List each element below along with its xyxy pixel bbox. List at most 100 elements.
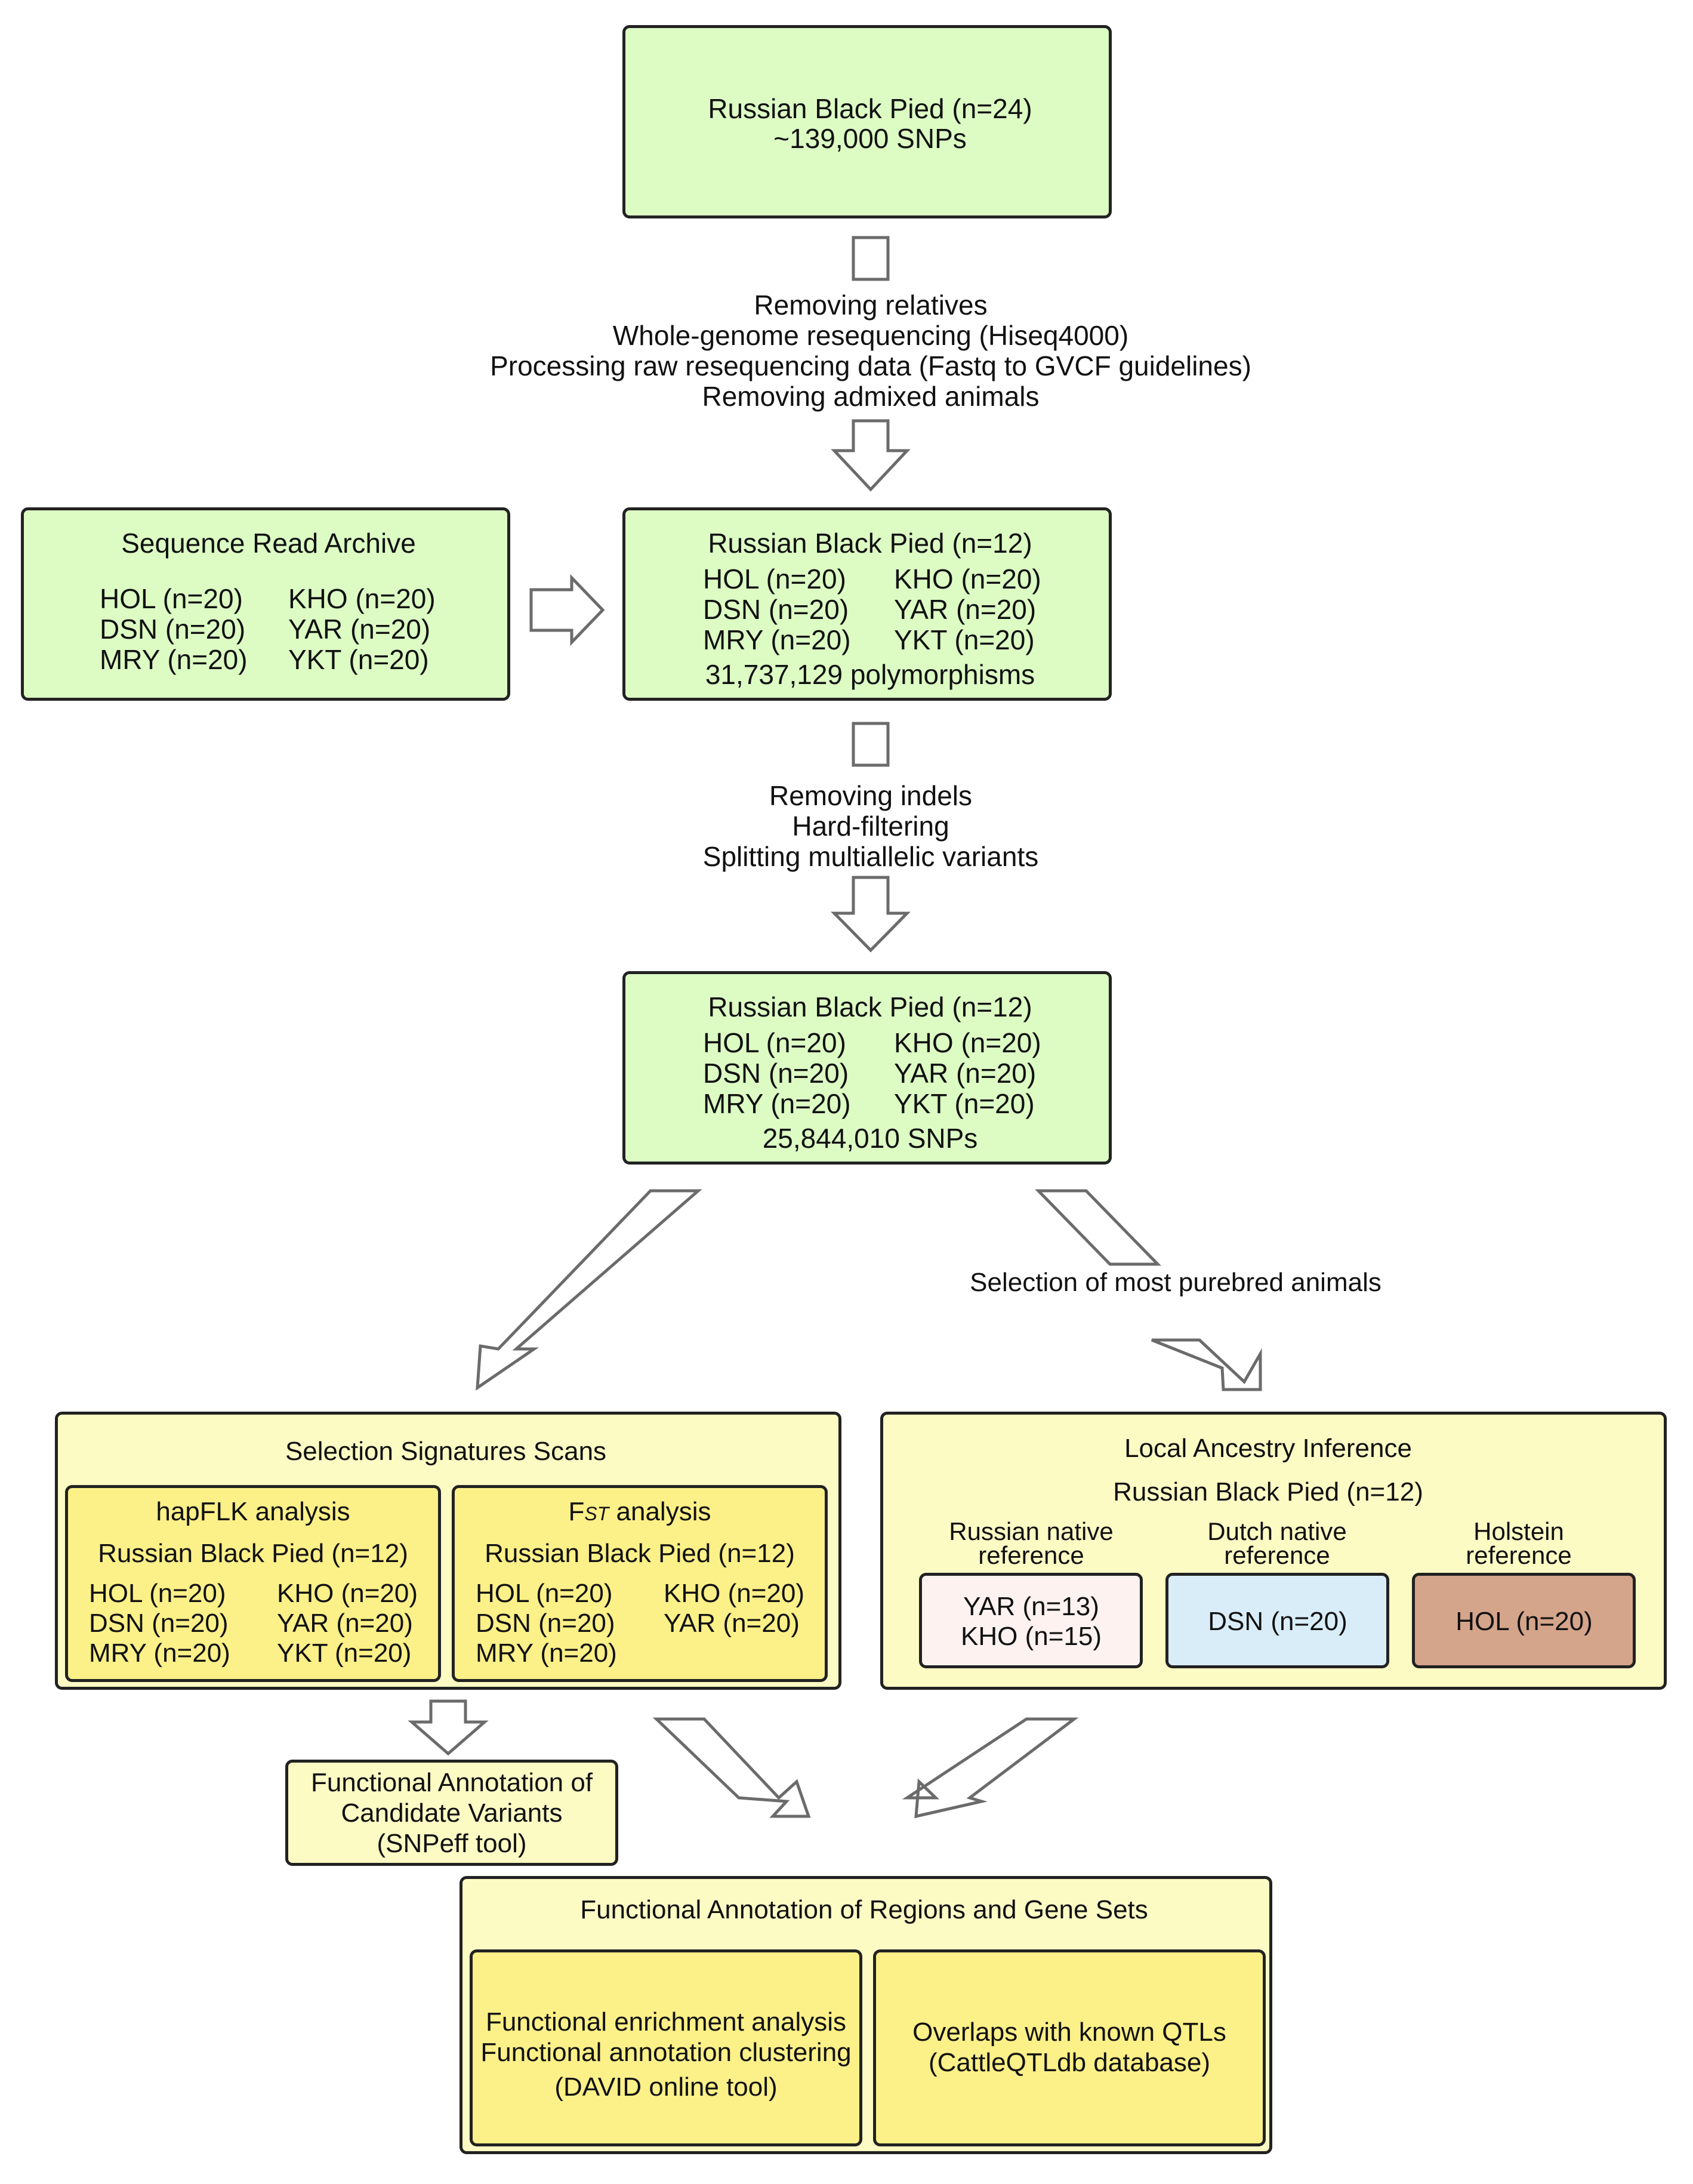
fst-title-rest: analysis xyxy=(609,1497,711,1526)
annotation-line-3: (SNPeff tool) xyxy=(377,1829,527,1858)
fst-box: FST analysis Russian Black Pied (n=12) H… xyxy=(452,1485,828,1682)
holstein-ref-breed-1: HOL (n=20) xyxy=(1455,1607,1593,1636)
fst-title: FST analysis xyxy=(569,1499,711,1525)
sra-breed-6: YKT (n=20) xyxy=(288,644,429,675)
diagonal-arrow-ancestry-to-final xyxy=(902,1717,1079,1819)
merged-breed-3: MRY (n=20) xyxy=(703,624,851,655)
filtered-breed-6: YKT (n=20) xyxy=(894,1088,1035,1119)
filtered-breed-3: MRY (n=20) xyxy=(703,1088,851,1119)
filtered-breed-4: KHO (n=20) xyxy=(894,1027,1041,1058)
right-arrow-sra xyxy=(529,574,605,646)
filtered-title: Russian Black Pied (n=12) xyxy=(708,991,1032,1022)
david-line-1: Functional enrichment analysis xyxy=(485,2007,847,2037)
russian-reference-label-2: reference xyxy=(978,1541,1084,1569)
filtered-snps-box: Russian Black Pied (n=12) HOL (n=20) DSN… xyxy=(622,971,1112,1165)
merged-breed-6: YKT (n=20) xyxy=(894,624,1035,655)
diagonal-arrow-upper-right xyxy=(1035,1189,1161,1266)
annotation-line-1: Functional Annotation of xyxy=(310,1768,593,1797)
initial-snp-count: ~139,000 SNPs xyxy=(773,123,967,154)
russian-reference-label-1: Russian native xyxy=(949,1517,1114,1545)
diagonal-arrow-scans-to-final xyxy=(652,1717,811,1818)
fst-breed-4: KHO (n=20) xyxy=(664,1579,804,1608)
sra-breed-2: DSN (n=20) xyxy=(100,614,246,645)
merged-breed-2: DSN (n=20) xyxy=(703,594,849,625)
filtered-breed-2: DSN (n=20) xyxy=(703,1058,849,1089)
sra-title: Sequence Read Archive xyxy=(121,528,416,559)
connector-square-1 xyxy=(852,236,890,281)
step1-line-3: Processing raw resequencing data (Fastq … xyxy=(490,350,1251,381)
holstein-reference-label-1: Holstein xyxy=(1473,1517,1564,1545)
qtl-line-2: (CattleQTLdb database) xyxy=(928,2048,1211,2077)
hapflk-breed-2: DSN (n=20) xyxy=(89,1609,229,1638)
ancestry-title: Local Ancestry Inference xyxy=(1124,1434,1412,1463)
diagonal-arrow-to-scans xyxy=(476,1189,702,1391)
step2-line-3: Splitting multiallelic variants xyxy=(702,841,1039,872)
sra-breed-4: KHO (n=20) xyxy=(288,583,436,614)
hapflk-title: hapFLK analysis xyxy=(156,1497,350,1526)
sra-breed-1: HOL (n=20) xyxy=(100,583,243,614)
sra-breed-5: YAR (n=20) xyxy=(288,614,431,645)
fst-breed-1: HOL (n=20) xyxy=(476,1579,613,1608)
hapflk-subtitle: Russian Black Pied (n=12) xyxy=(98,1539,408,1568)
hapflk-breed-6: YKT (n=20) xyxy=(277,1638,412,1668)
russian-reference-box: YAR (n=13) KHO (n=15) xyxy=(919,1573,1143,1668)
dutch-reference-label-1: Dutch native xyxy=(1207,1517,1347,1545)
qtl-line-1: Overlaps with known QTLs xyxy=(912,2017,1226,2047)
dutch-reference-label-2: reference xyxy=(1224,1541,1330,1569)
annotation-line-2: Candidate Variants xyxy=(341,1798,563,1828)
fst-title-main: F xyxy=(568,1497,585,1526)
sequence-read-archive-box: Sequence Read Archive HOL (n=20) DSN (n=… xyxy=(21,507,510,701)
step1-line-1: Removing relatives xyxy=(754,289,988,321)
dutch-ref-breed-1: DSN (n=20) xyxy=(1208,1607,1347,1636)
down-arrow-1 xyxy=(831,419,911,492)
hapflk-breed-4: KHO (n=20) xyxy=(277,1579,418,1608)
merged-breed-4: KHO (n=20) xyxy=(894,563,1041,594)
fst-breed-3: MRY (n=20) xyxy=(476,1638,617,1668)
david-enrichment-box: Functional enrichment analysis Functiona… xyxy=(470,1949,862,2146)
sra-breed-3: MRY (n=20) xyxy=(100,644,248,675)
selection-signatures-panel: Selection Signatures Scans hapFLK analys… xyxy=(55,1412,841,1690)
local-ancestry-panel: Local Ancestry Inference Russian Black P… xyxy=(880,1412,1667,1690)
filtered-snp-count: 25,844,010 SNPs xyxy=(762,1123,978,1154)
merged-polymorphisms-box: Russian Black Pied (n=12) HOL (n=20) DSN… xyxy=(622,507,1112,701)
russian-ref-breed-2: KHO (n=15) xyxy=(961,1622,1102,1651)
step2-line-2: Hard-filtering xyxy=(792,811,949,842)
fst-breed-2: DSN (n=20) xyxy=(476,1609,615,1638)
merged-breed-5: YAR (n=20) xyxy=(894,594,1037,625)
russian-ref-breed-1: YAR (n=13) xyxy=(963,1592,1099,1621)
filtered-breed-5: YAR (n=20) xyxy=(894,1058,1037,1089)
initial-sample-label: Russian Black Pied (n=24) xyxy=(708,93,1032,124)
hapflk-box: hapFLK analysis Russian Black Pied (n=12… xyxy=(65,1485,441,1682)
merged-title: Russian Black Pied (n=12) xyxy=(708,528,1032,559)
initial-sample-box: Russian Black Pied (n=24) ~139,000 SNPs xyxy=(622,25,1112,218)
fst-breed-5: YAR (n=20) xyxy=(664,1609,800,1638)
step1-line-2: Whole-genome resequencing (Hiseq4000) xyxy=(612,320,1129,351)
david-line-2: Functional annotation clustering xyxy=(480,2038,852,2067)
david-line-3: (DAVID online tool) xyxy=(554,2072,778,2102)
down-arrow-to-annotation xyxy=(408,1699,489,1756)
hapflk-breed-5: YAR (n=20) xyxy=(277,1609,413,1638)
step1-line-4: Removing admixed animals xyxy=(702,381,1040,412)
ancestry-subtitle: Russian Black Pied (n=12) xyxy=(1113,1477,1423,1507)
holstein-reference-box: HOL (n=20) xyxy=(1412,1573,1636,1668)
hapflk-breed-3: MRY (n=20) xyxy=(89,1638,230,1668)
diagonal-arrow-to-ancestry xyxy=(1151,1338,1262,1391)
dutch-reference-box: DSN (n=20) xyxy=(1165,1573,1389,1668)
purebred-selection-label: Selection of most purebred animals xyxy=(970,1268,1381,1297)
merged-breed-1: HOL (n=20) xyxy=(703,563,846,594)
fst-subtitle: Russian Black Pied (n=12) xyxy=(485,1539,795,1568)
qtl-overlap-box: Overlaps with known QTLs (CattleQTLdb da… xyxy=(873,1949,1266,2146)
scans-title: Selection Signatures Scans xyxy=(285,1437,607,1466)
candidate-variant-annotation-box: Functional Annotation of Candidate Varia… xyxy=(285,1760,618,1866)
down-arrow-2 xyxy=(831,876,911,953)
connector-square-2 xyxy=(852,722,890,767)
holstein-reference-label-2: reference xyxy=(1466,1541,1572,1569)
final-panel-title: Functional Annotation of Regions and Gen… xyxy=(580,1895,1148,1924)
merged-polymorphism-count: 31,737,129 polymorphisms xyxy=(705,659,1035,690)
fst-title-subscript: ST xyxy=(584,1503,609,1524)
hapflk-breed-1: HOL (n=20) xyxy=(89,1579,226,1608)
step2-line-1: Removing indels xyxy=(769,780,973,811)
regions-gene-sets-panel: Functional Annotation of Regions and Gen… xyxy=(460,1876,1272,2154)
